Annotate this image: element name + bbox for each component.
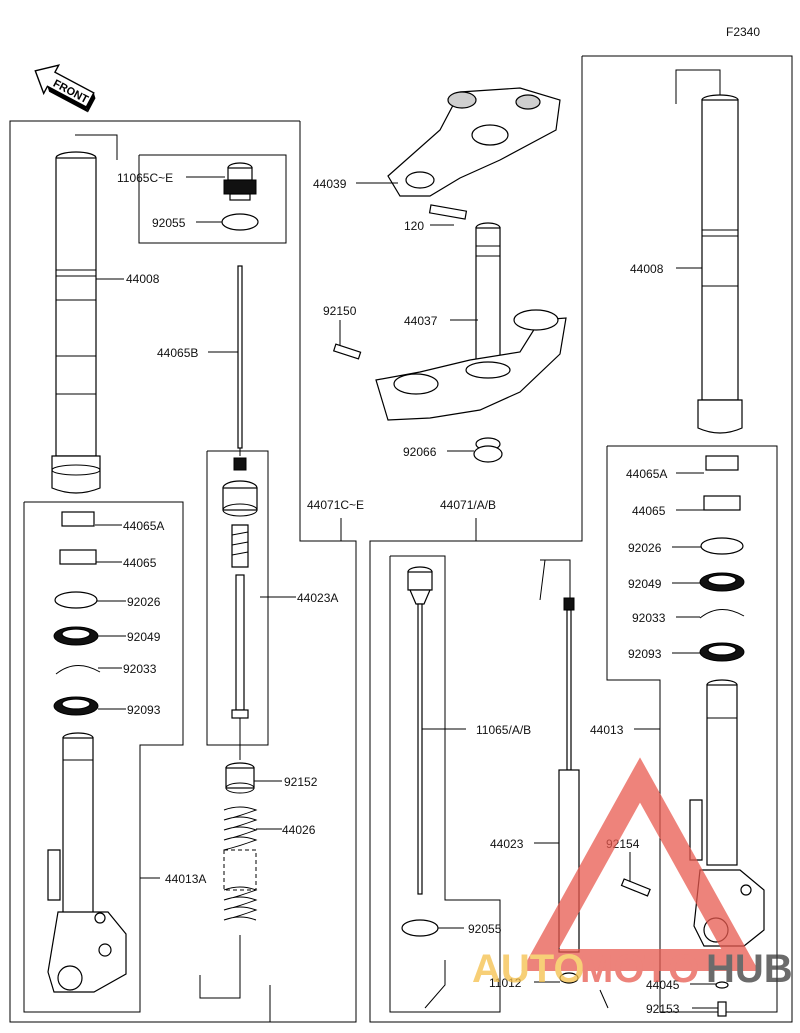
label-92033-right: 92033 xyxy=(632,611,666,625)
label-11065AB: 11065/A/B xyxy=(476,723,531,737)
label-44008-right: 44008 xyxy=(630,262,664,276)
label-92026-left: 92026 xyxy=(127,595,161,609)
label-44045: 44045 xyxy=(646,978,680,992)
outer-tube-left xyxy=(51,151,101,494)
label-44065A-left: 44065A xyxy=(123,519,164,533)
lower-bracket xyxy=(332,309,567,421)
fork-spring xyxy=(223,806,258,970)
label-44065B: 44065B xyxy=(157,346,198,360)
washer-44045 xyxy=(715,981,729,989)
label-44071AB: 44071/A/B xyxy=(440,498,496,512)
right-assembly-frame xyxy=(340,55,793,1023)
o-ring-top-left xyxy=(221,213,259,231)
label-44013A: 44013A xyxy=(165,872,206,886)
label-44037: 44037 xyxy=(404,314,438,328)
label-92066: 92066 xyxy=(403,445,437,459)
watermark-part1: AUTO xyxy=(472,947,585,991)
label-44023A: 44023A xyxy=(297,591,338,605)
label-92153: 92153 xyxy=(646,1002,680,1016)
outer-tube-right xyxy=(697,94,743,434)
label-120: 120 xyxy=(404,219,424,233)
label-44008-left: 44008 xyxy=(126,272,160,286)
cap-bolt-left xyxy=(223,162,257,201)
label-44023: 44023 xyxy=(490,837,524,851)
o-ring-bottom xyxy=(401,919,439,937)
bolt-92154 xyxy=(620,878,651,897)
front-arrow-icon: FRONT xyxy=(34,64,96,113)
watermark-logo: AUTO MOTO HUB xyxy=(472,757,793,991)
label-92049-left: 92049 xyxy=(127,630,161,644)
label-44026: 44026 xyxy=(282,823,316,837)
upper-bracket xyxy=(387,87,561,220)
label-92093-right: 92093 xyxy=(628,647,662,661)
label-92150: 92150 xyxy=(323,304,357,318)
label-92026-right: 92026 xyxy=(628,541,662,555)
label-44065A-right: 44065A xyxy=(626,467,667,481)
label-44065-left: 44065 xyxy=(123,556,157,570)
label-44071CE: 44071C~E xyxy=(307,498,364,512)
watermark-part3: HUB xyxy=(706,947,793,991)
label-44065-right: 44065 xyxy=(632,504,666,518)
left-seal-stack xyxy=(53,511,101,716)
label-92033-left: 92033 xyxy=(123,662,157,676)
label-44039: 44039 xyxy=(313,177,347,191)
label-92055-top: 92055 xyxy=(152,216,186,230)
cap-bolt-right xyxy=(407,566,433,895)
label-92093-left: 92093 xyxy=(127,703,161,717)
watermark-part2: MOTO xyxy=(580,947,699,991)
seal-92066 xyxy=(473,437,503,463)
left-assembly-frame xyxy=(9,120,357,1023)
label-92055-bottom: 92055 xyxy=(468,922,502,936)
right-seal-stack xyxy=(699,455,745,662)
label-44013: 44013 xyxy=(590,723,624,737)
label-11065CE: 11065C~E xyxy=(117,171,173,185)
bolt-92153 xyxy=(717,1001,727,1017)
figure-code: F2340 xyxy=(726,25,760,39)
cartridge-a xyxy=(222,457,258,760)
leader-lines xyxy=(95,176,718,1009)
inner-tube-left xyxy=(47,732,127,993)
label-92049-right: 92049 xyxy=(628,577,662,591)
label-92152: 92152 xyxy=(284,775,318,789)
nut-92152 xyxy=(225,762,255,794)
damper-rod-b xyxy=(237,265,243,456)
label-11012: 11012 xyxy=(489,976,522,990)
part-labels: 11065C~E 92055 44008 44065B 44023A 44071… xyxy=(117,171,680,1016)
steering-stem xyxy=(475,222,501,369)
